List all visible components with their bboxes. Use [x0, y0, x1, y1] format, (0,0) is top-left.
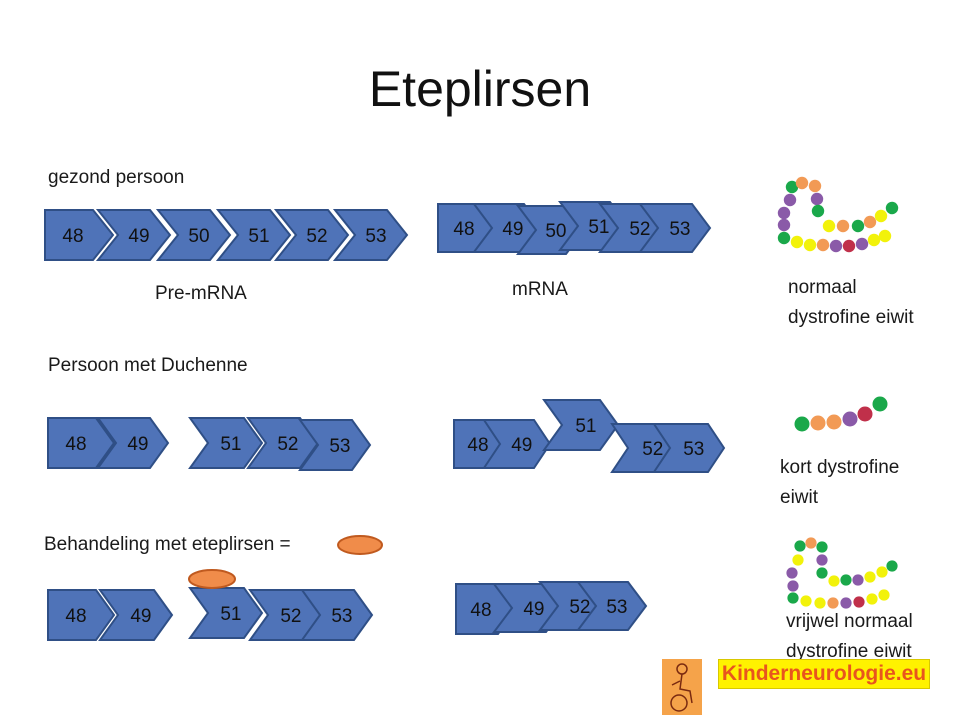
exon-healthy-pre-mrna-50: 50	[155, 209, 232, 261]
exon-treated-pre-mrna-49: 49	[98, 589, 174, 641]
svg-text:49: 49	[523, 599, 544, 620]
svg-text:53: 53	[365, 226, 386, 247]
exon-healthy-pre-mrna-52: 52	[273, 209, 350, 261]
protein-bead-chain-near-normal-icon	[786, 537, 898, 609]
svg-text:48: 48	[453, 219, 474, 240]
pre-mrna-label: Pre-mRNA	[155, 283, 247, 304]
svg-text:48: 48	[470, 600, 491, 621]
svg-text:51: 51	[588, 217, 609, 238]
healthy-person-label: gezond persoon	[48, 167, 185, 188]
normal-protein-label-line1: normaal	[788, 277, 857, 298]
exon-treated-pre-mrna-51: 51	[188, 587, 264, 639]
exon-healthy-pre-mrna-53: 53	[332, 209, 409, 261]
svg-text:52: 52	[629, 219, 650, 240]
svg-text:51: 51	[220, 604, 241, 625]
exon-healthy-pre-mrna-51: 51	[215, 209, 292, 261]
svg-text:49: 49	[127, 434, 148, 455]
svg-text:48: 48	[65, 606, 86, 627]
svg-text:49: 49	[502, 219, 523, 240]
treatment-label: Behandeling met eteplirsen =	[44, 534, 291, 555]
svg-text:48: 48	[62, 226, 83, 247]
page-title: Eteplirsen	[368, 61, 592, 117]
near-normal-protein-label-line2: dystrofine eiwit	[786, 641, 912, 662]
svg-text:52: 52	[280, 606, 301, 627]
near-normal-protein-label-line1: vrijwel normaal	[786, 611, 913, 632]
svg-text:50: 50	[188, 226, 209, 247]
svg-text:53: 53	[331, 606, 352, 627]
exon-treated-pre-mrna-53: 53	[300, 589, 374, 641]
normal-protein-label-line2: dystrofine eiwit	[788, 307, 914, 328]
svg-text:53: 53	[669, 219, 690, 240]
exon-duchenne-pre-mrna-53: 53	[298, 419, 372, 471]
svg-text:51: 51	[248, 226, 269, 247]
svg-text:48: 48	[65, 434, 86, 455]
exon-healthy-pre-mrna-49: 49	[95, 209, 172, 261]
exon-duchenne-mrna-53: 53	[652, 423, 726, 473]
exon-healthy-mrna-53: 53	[638, 203, 712, 253]
svg-text:50: 50	[545, 221, 566, 242]
svg-text:49: 49	[130, 606, 151, 627]
exon-treated-mrna-53: 53	[576, 581, 648, 631]
svg-text:52: 52	[306, 226, 327, 247]
svg-text:53: 53	[683, 439, 704, 460]
exon-healthy-pre-mrna-48: 48	[44, 209, 115, 261]
exon-duchenne-pre-mrna-48: 48	[47, 417, 116, 469]
exon-duchenne-mrna-49: 49	[482, 419, 552, 469]
svg-text:53: 53	[329, 436, 350, 457]
svg-text:52: 52	[642, 439, 663, 460]
eteplirsen-bound-oval-icon	[188, 569, 236, 589]
protein-bead-chain-normal-icon	[777, 176, 899, 253]
eteplirsen-legend-oval-icon	[337, 535, 383, 555]
short-protein-label-line2: eiwit	[780, 487, 819, 508]
svg-text:51: 51	[575, 416, 596, 437]
exon-duchenne-pre-mrna-52: 52	[246, 417, 320, 469]
svg-text:51: 51	[220, 434, 241, 455]
exon-treated-pre-mrna-48: 48	[47, 589, 116, 641]
svg-text:52: 52	[569, 597, 590, 618]
exon-duchenne-pre-mrna-51: 51	[188, 417, 264, 469]
duchenne-person-label: Persoon met Duchenne	[48, 355, 248, 376]
wheelchair-figure-icon	[662, 659, 702, 715]
mrna-label: mRNA	[512, 279, 568, 300]
svg-text:48: 48	[467, 435, 488, 456]
svg-text:53: 53	[606, 597, 627, 618]
logo-kinderneurologie[interactable]: Kinderneurologie.eu	[718, 659, 930, 689]
svg-text:52: 52	[277, 434, 298, 455]
svg-text:49: 49	[511, 435, 532, 456]
protein-bead-chain-short-icon	[794, 396, 888, 432]
exon-duchenne-mrna-51: 51	[542, 399, 620, 451]
exon-duchenne-pre-mrna-49: 49	[96, 417, 170, 469]
svg-text:49: 49	[128, 226, 149, 247]
short-protein-label-line1: kort dystrofine	[780, 457, 900, 478]
